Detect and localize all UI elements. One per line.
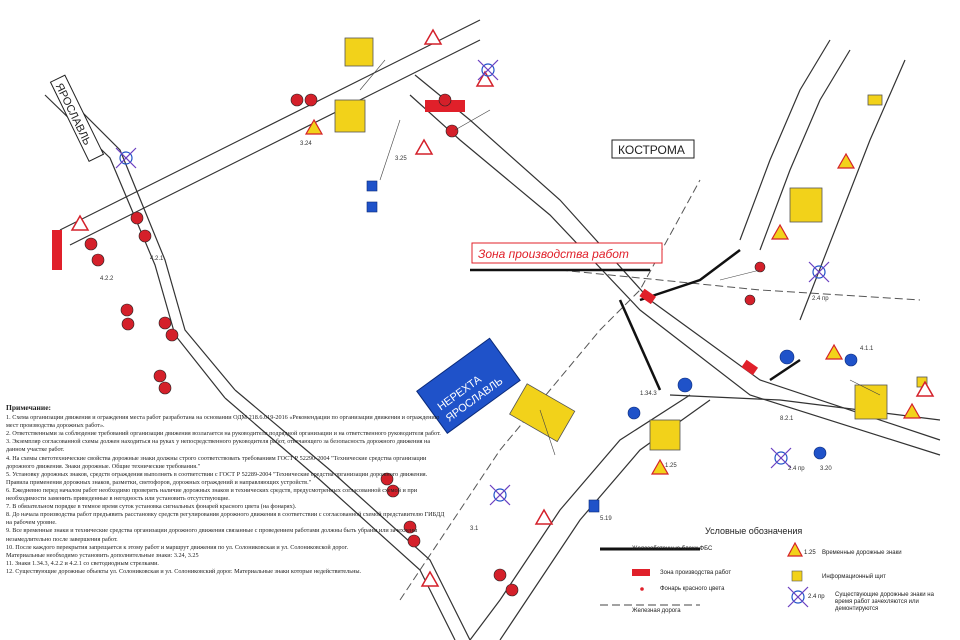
note-item: 1. Схема организации движения и огражден… [6,414,440,430]
road-northeast-edge [759,49,851,251]
road-northeast [739,39,831,241]
note-item: 2. Ответственными за соблюдение требован… [6,430,441,438]
road-east [669,394,941,421]
svg-text:3.20: 3.20 [820,466,832,472]
note-item: 9. Все временные знаки и технические сре… [6,527,418,543]
legend: Условные обозначения Железобетонные блок… [590,522,960,640]
legend-railway: Железная дорога [632,608,681,614]
road-north-edge [69,39,481,246]
info-boards [334,37,928,451]
road-yaroslavl-edge [44,94,226,399]
svg-text:3.24: 3.24 [300,141,312,147]
blue-signs [366,180,858,513]
svg-text:4.1.1: 4.1.1 [860,346,874,352]
work-zone-mark-2 [741,359,759,376]
concrete-fences [470,249,801,391]
svg-text:2.4 пр: 2.4 пр [788,466,805,472]
dismantled-signs [115,59,830,506]
note-item: 11. Знаки 1.34.3, 4.2.2 и 4.2.1 со свето… [6,559,159,567]
note-item: 5. Установку дорожных знаков, средств ог… [6,470,428,486]
legend-dismantle-code: 2.4 пр [808,594,825,600]
svg-text:4.2.1: 4.2.1 [150,256,164,262]
railway-line-2 [559,269,921,301]
warning-signs [70,28,935,587]
legend-temp-sign: Временные дорожные знаки [822,550,902,556]
road-far-east [799,59,906,321]
work-zone-mark-3 [52,230,62,270]
legend-fence: Железобетонные блоки ФБС [632,546,713,552]
sign-code-labels: 2.4 пр 2.4 пр 1.25 3.24 3.25 4.2.2 4.2.1… [100,141,874,532]
note-item: 3. Экземпляр согласованной схемы должен … [6,438,431,454]
legend-swatches [600,541,809,608]
temp-warning-signs [304,118,922,475]
road-bottom-left-edge [224,397,456,640]
svg-text:8.2.1: 8.2.1 [780,416,794,422]
svg-text:1.34.3: 1.34.3 [640,391,657,397]
note-item: 7. В обязательном порядке в темное время… [6,503,297,511]
prohibition-signs [84,93,766,597]
svg-text:4.2.2: 4.2.2 [100,276,114,282]
road-bottom-left [234,389,471,640]
road-south [469,394,691,640]
legend-lamp: Фонарь красного цвета [660,586,725,592]
note-item: 4. На схемы светотехнические свойства до… [6,454,427,470]
road-north [59,19,481,231]
notes-block: Примечание: 1. Схема организации движени… [6,404,446,640]
svg-text:3.1: 3.1 [470,526,479,532]
legend-temp-sign-code: 1.25 [804,550,816,556]
leader-lines [359,59,881,456]
svg-text:1.25: 1.25 [665,463,677,469]
legend-work-zone: Зона производства работ [660,570,732,576]
direction-sign: НЕРЕХТА ЯРОСЛАВЛЬ [416,337,521,434]
legend-dismantle: Существующие дорожные знаки на время раб… [835,592,934,612]
notes-title: Примечание: [6,404,52,412]
work-zone-label: Зона производства работ [478,247,629,261]
svg-text:3.25: 3.25 [395,156,407,162]
yaroslavl-label-group: ЯРОСЛАВЛЬ [49,74,105,162]
note-item: 12. Существующие дорожные объекты ул. Со… [6,567,362,575]
note-item: 10. После каждого перекрытия запрещается… [6,543,349,551]
kostroma-label: КОСТРОМА [618,143,685,157]
work-zone-mark-1 [639,288,657,305]
road-yaroslavl [54,84,236,391]
svg-text:2.4 пр: 2.4 пр [812,296,829,302]
svg-text:5.19: 5.19 [600,516,612,522]
note-item: 8. До начала производства работ предъяви… [6,511,445,527]
legend-title: Условные обозначения [705,526,803,536]
note-item: Материальные необходимо установить допол… [6,551,199,559]
legend-info-board: Информационный щит [822,574,886,580]
note-item: 6. Ежедневно перед началом работ необход… [6,486,418,503]
